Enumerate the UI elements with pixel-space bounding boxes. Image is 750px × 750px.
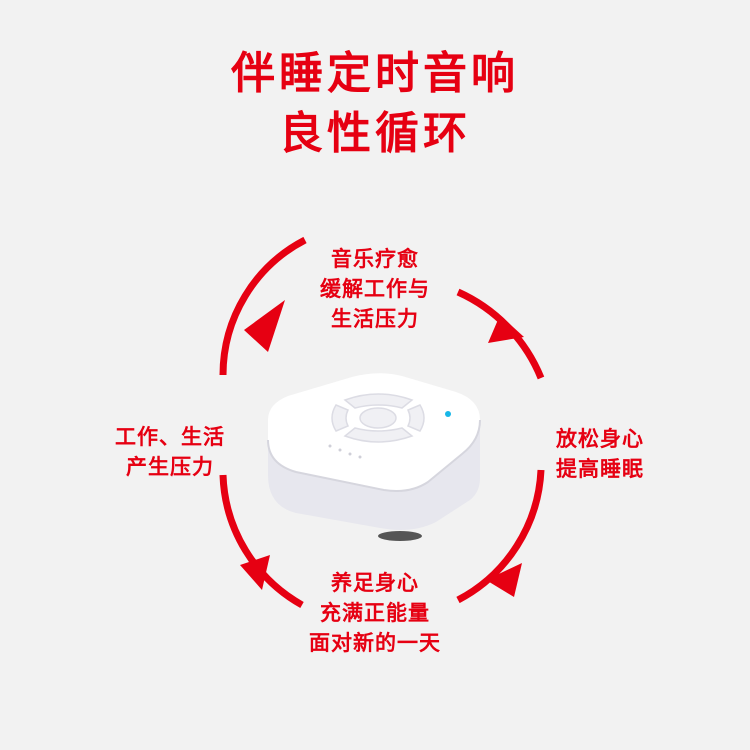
step-text: 音乐疗愈	[275, 244, 475, 274]
step-text: 工作、生活	[80, 422, 260, 452]
cycle-step-stress: 工作、生活 产生压力	[80, 422, 260, 482]
cycle-step-relax: 放松身心 提高睡眠	[505, 424, 695, 484]
step-text: 产生压力	[80, 452, 260, 482]
cycle-step-energy: 养足身心 充满正能量 面对新的一天	[275, 568, 475, 658]
white-noise-machine-icon	[268, 373, 480, 541]
arrow-bottom-left-icon	[240, 555, 270, 590]
cycle-step-music-healing: 音乐疗愈 缓解工作与 生活压力	[275, 244, 475, 334]
step-text: 缓解工作与	[275, 274, 475, 304]
step-text: 提高睡眠	[505, 454, 695, 484]
step-text: 养足身心	[275, 568, 475, 598]
step-text: 面对新的一天	[275, 628, 475, 658]
step-text: 生活压力	[275, 304, 475, 334]
step-text: 充满正能量	[275, 598, 475, 628]
step-text: 放松身心	[505, 424, 695, 454]
